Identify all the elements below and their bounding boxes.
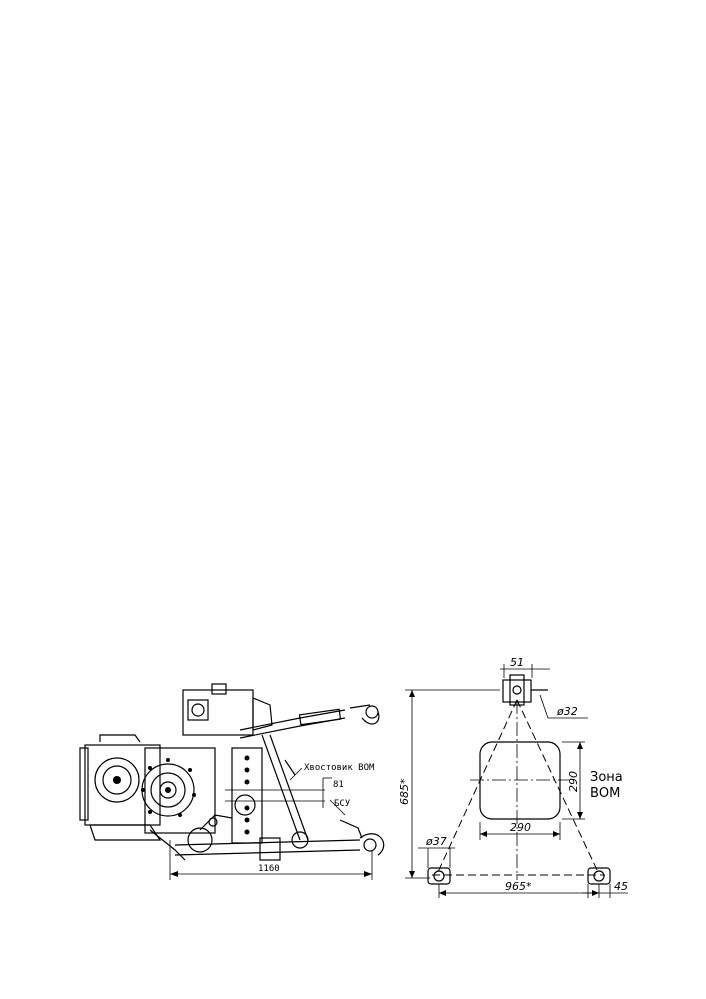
rear-view-pto-zone: 51 ø32 290 290 Зона ВОМ 685* bbox=[398, 656, 628, 898]
dim-45-label: 45 bbox=[614, 880, 628, 893]
pto-zone-label-line1: Зона bbox=[590, 770, 623, 785]
side-view-hitch: Хвостовик ВОМ 81 БСУ 1160 bbox=[79, 683, 385, 880]
dim-d37-label: ø37 bbox=[425, 835, 447, 848]
pto-zone-label-line2: ВОМ bbox=[590, 786, 620, 801]
dim-81-label: 81 bbox=[333, 780, 344, 790]
dim-685-label: 685* bbox=[398, 778, 411, 805]
pto-shank-label: Хвостовик ВОМ bbox=[304, 763, 375, 773]
quick-coupler-label: БСУ bbox=[334, 799, 351, 809]
dim-1160-label: 1160 bbox=[258, 864, 280, 874]
dim-290-horizontal-label: 290 bbox=[510, 821, 531, 834]
dim-290-vertical-label: 290 bbox=[567, 771, 580, 792]
dim-965-label: 965* bbox=[505, 880, 532, 893]
dim-d32-label: ø32 bbox=[556, 705, 578, 718]
dim-51-label: 51 bbox=[510, 656, 524, 669]
